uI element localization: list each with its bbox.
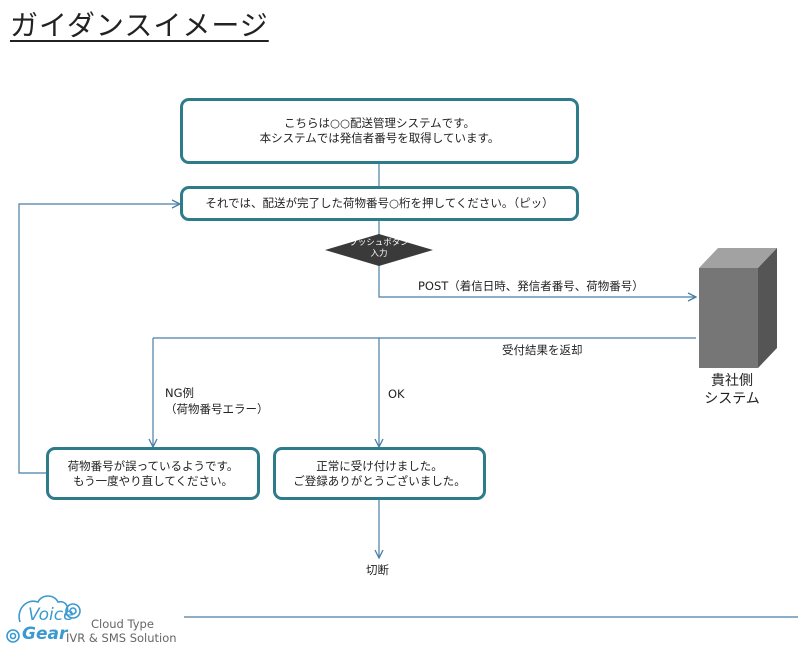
hangup-label: 切断 [366, 563, 389, 577]
push-button-diamond [325, 234, 433, 266]
logo: Voice Gear Cloud Type IVR & SMS Solution [14, 602, 194, 648]
prompt-message-box: それでは、配送が完了した荷物番号○桁を押してください。（ピッ） [180, 186, 579, 221]
arrow-retry-loop [18, 204, 180, 474]
intro-line-2: 本システムでは発信者番号を取得しています。 [259, 131, 500, 145]
logo-tagline-2: IVR & SMS Solution [66, 631, 177, 645]
diamond-line-2: 入力 [370, 249, 388, 259]
logo-word-voice: Voice [28, 605, 74, 625]
ng-label-line-1: NG例 [165, 386, 195, 400]
error-line-1: 荷物番号が誤っているようです。 [67, 458, 239, 473]
error-message-box: 荷物番号が誤っているようです。 もう一度やり直してください。 [46, 447, 260, 500]
intro-message-box: こちらは○○配送管理システムです。 本システムでは発信者番号を取得しています。 [180, 98, 579, 164]
success-line-2: ご登録ありがとうございました。 [293, 473, 466, 488]
prompt-line-1: それでは、配送が完了した荷物番号○桁を押してください。（ピッ） [205, 196, 554, 210]
server-label: 貴社側 システム [690, 372, 774, 408]
arrow-post-to-server [378, 264, 696, 297]
result-label: 受付結果を返却 [502, 343, 583, 357]
server-icon [699, 248, 777, 368]
logo-gear-icon [6, 595, 81, 643]
diamond-label: プッシュボタン 入力 [325, 238, 433, 260]
page-title: ガイダンスイメージ [10, 9, 269, 42]
error-line-2: もう一度やり直してください。 [73, 473, 233, 488]
ng-label-line-2: （荷物番号エラー） [165, 402, 269, 416]
success-message-box: 正常に受け付けました。 ご登録ありがとうございました。 [273, 447, 486, 500]
diamond-line-1: プッシュボタン [349, 238, 409, 248]
server-line-2: システム [704, 391, 760, 407]
ok-label: OK [388, 387, 405, 401]
logo-word-gear: Gear [22, 624, 68, 644]
success-line-1: 正常に受け付けました。 [316, 458, 443, 473]
intro-line-1: こちらは○○配送管理システムです。 [283, 116, 476, 130]
logo-tagline-1: Cloud Type [91, 617, 154, 631]
server-line-1: 貴社側 [711, 373, 753, 389]
post-label: POST（着信日時、発信者番号、荷物番号） [418, 279, 644, 293]
